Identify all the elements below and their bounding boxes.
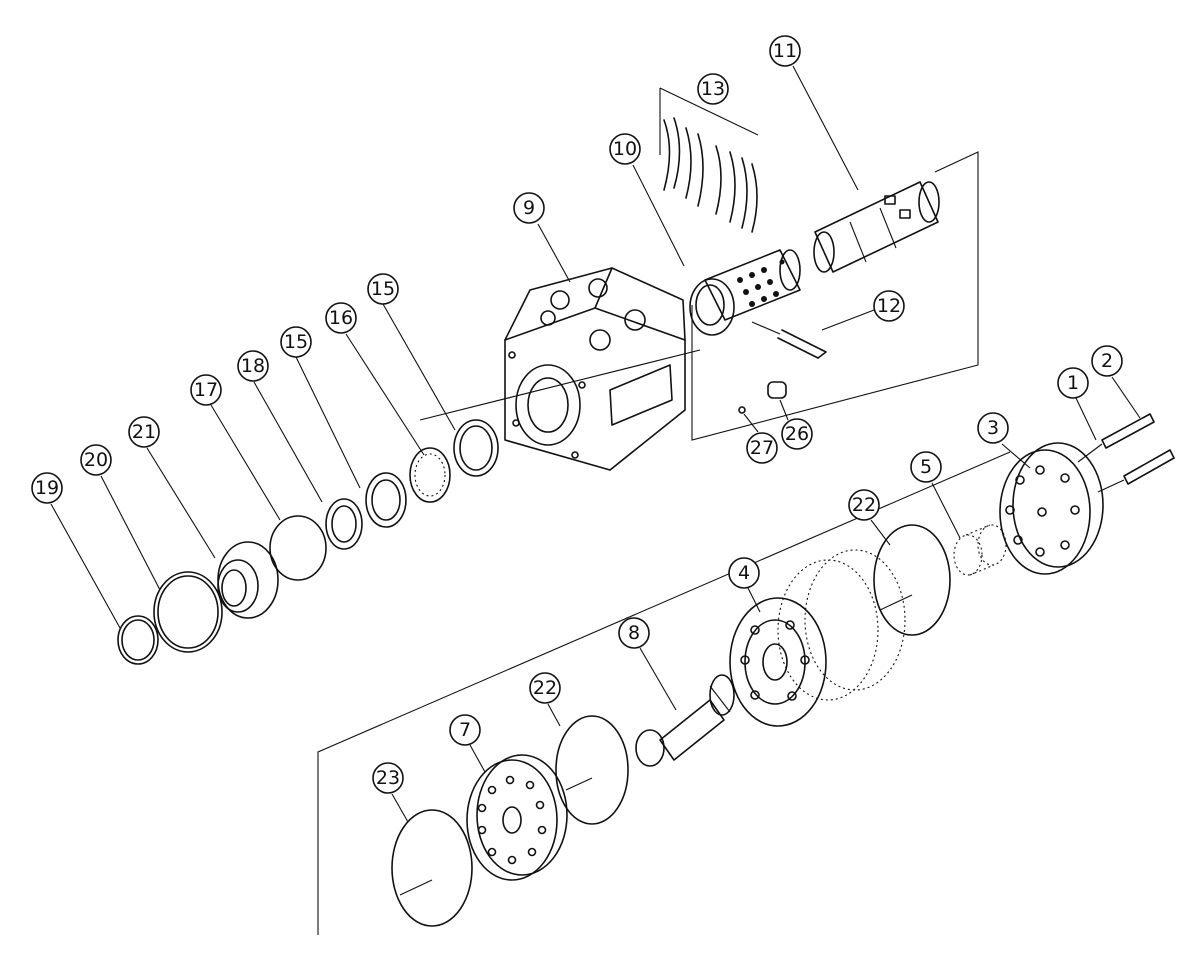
callout-7: 7 bbox=[449, 714, 481, 746]
svg-text:22: 22 bbox=[533, 677, 557, 699]
svg-text:1: 1 bbox=[1067, 372, 1079, 394]
callout-9: 9 bbox=[513, 192, 545, 224]
part-5-spacer bbox=[953, 524, 1007, 576]
svg-text:22: 22 bbox=[852, 494, 876, 516]
seal-22-upper bbox=[873, 524, 951, 636]
part-3-end-cap bbox=[999, 442, 1104, 575]
svg-text:27: 27 bbox=[750, 437, 774, 459]
seal-22-lower bbox=[555, 715, 629, 825]
part-13-springs bbox=[663, 117, 758, 233]
callout-5: 5 bbox=[910, 451, 942, 483]
svg-text:17: 17 bbox=[194, 379, 218, 401]
callout-13: 13 bbox=[697, 73, 729, 105]
svg-text:12: 12 bbox=[877, 295, 901, 317]
callout-22-lower: 22 bbox=[529, 672, 561, 704]
svg-text:10: 10 bbox=[613, 138, 637, 160]
callout-15-upper: 15 bbox=[367, 273, 399, 305]
callout-2: 2 bbox=[1091, 345, 1123, 377]
svg-text:21: 21 bbox=[132, 421, 156, 443]
callout-16: 16 bbox=[325, 302, 357, 334]
svg-text:8: 8 bbox=[628, 622, 640, 644]
svg-text:3: 3 bbox=[987, 417, 999, 439]
part-7-plate bbox=[466, 754, 568, 881]
callout-15-lower: 15 bbox=[280, 326, 312, 358]
svg-text:15: 15 bbox=[284, 331, 308, 353]
part-10-sleeve bbox=[689, 249, 801, 336]
callout-12: 12 bbox=[873, 290, 905, 322]
callout-4: 4 bbox=[728, 557, 760, 589]
seal-23 bbox=[391, 809, 473, 927]
part-11-spool bbox=[813, 181, 940, 273]
svg-text:23: 23 bbox=[376, 767, 400, 789]
part-26-27-check-valve bbox=[738, 381, 787, 414]
part-9-housing bbox=[504, 267, 686, 471]
svg-text:19: 19 bbox=[35, 477, 59, 499]
callout-8: 8 bbox=[618, 617, 650, 649]
part-12-pin bbox=[751, 321, 827, 359]
svg-text:9: 9 bbox=[523, 197, 535, 219]
svg-text:16: 16 bbox=[329, 307, 353, 329]
svg-text:13: 13 bbox=[701, 78, 725, 100]
callout-1: 1 bbox=[1057, 367, 1089, 399]
callout-3: 3 bbox=[977, 412, 1009, 444]
svg-text:7: 7 bbox=[459, 719, 471, 741]
svg-text:5: 5 bbox=[920, 456, 932, 478]
svg-text:20: 20 bbox=[84, 449, 108, 471]
svg-text:26: 26 bbox=[785, 423, 809, 445]
callout-20: 20 bbox=[80, 444, 112, 476]
callout-21: 21 bbox=[128, 416, 160, 448]
callout-27: 27 bbox=[746, 432, 778, 464]
callout-17: 17 bbox=[190, 374, 222, 406]
svg-text:11: 11 bbox=[773, 40, 797, 62]
svg-text:15: 15 bbox=[371, 278, 395, 300]
part-8-drive-shaft bbox=[635, 674, 735, 767]
svg-text:18: 18 bbox=[241, 355, 265, 377]
assembly-boundary-lines bbox=[317, 87, 1011, 935]
seal-rings bbox=[117, 419, 499, 665]
callout-26: 26 bbox=[781, 418, 813, 450]
callout-23: 23 bbox=[372, 762, 404, 794]
leader-lines bbox=[50, 65, 1141, 823]
part-1-2-bolts bbox=[1077, 413, 1175, 493]
part-4-gerotor bbox=[729, 549, 906, 727]
svg-text:4: 4 bbox=[738, 562, 750, 584]
callout-19: 19 bbox=[31, 472, 63, 504]
callout-11: 11 bbox=[769, 35, 801, 67]
callout-18: 18 bbox=[237, 350, 269, 382]
callout-22-upper: 22 bbox=[848, 489, 880, 521]
svg-text:2: 2 bbox=[1101, 350, 1113, 372]
callout-10: 10 bbox=[609, 133, 641, 165]
